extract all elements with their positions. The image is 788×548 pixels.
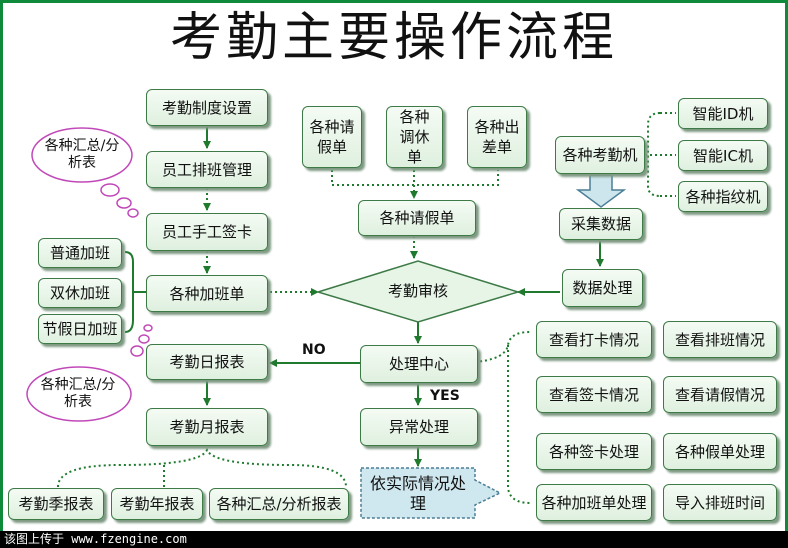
node-signin-processing: 各种签卡处理 — [536, 433, 652, 470]
node-shift-management: 员工排班管理 — [146, 151, 268, 188]
cloud-1 — [31, 127, 139, 218]
node-actual-processing: 依实际情况处理 — [369, 474, 466, 513]
node-trip-form: 各种出差单 — [467, 106, 527, 168]
cloud-2 — [26, 324, 153, 422]
node-fingerprint-machine: 各种指纹机 — [678, 181, 768, 212]
node-attendance-policy: 考勤制度设置 — [146, 89, 268, 126]
node-manual-signin: 员工手工签卡 — [146, 213, 268, 251]
cloud-1-text: 各种汇总/分析表 — [44, 138, 120, 171]
node-data-processing: 数据处理 — [562, 269, 643, 307]
node-monthly-report: 考勤月报表 — [146, 408, 268, 446]
node-overtime-normal: 普通加班 — [38, 238, 122, 268]
node-view-punch: 查看打卡情况 — [536, 321, 652, 358]
footer-caption: 该图上传于 www.fzengine.com — [0, 531, 788, 548]
label-yes: YES — [430, 388, 460, 404]
audit-diamond — [315, 260, 521, 323]
node-view-leave: 查看请假情况 — [663, 376, 777, 413]
node-attendance-machines: 各种考勤机 — [555, 136, 645, 174]
page-title: 考勤主要操作流程 — [169, 8, 618, 68]
node-audit: 考勤审核 — [387, 282, 448, 300]
node-overtime-weekend: 双休加班 — [38, 278, 122, 308]
machine-bracket — [645, 112, 661, 197]
node-quarterly-report: 考勤季报表 — [8, 488, 104, 520]
actual-arrow-shape — [360, 467, 502, 519]
node-collect-data: 采集数据 — [559, 208, 643, 240]
node-exception: 异常处理 — [360, 408, 478, 446]
node-import-shift: 导入排班时间 — [663, 484, 777, 521]
overtime-bracket — [124, 251, 134, 333]
node-id-machine: 智能ID机 — [678, 98, 768, 129]
node-summary-report: 各种汇总/分析报表 — [209, 488, 349, 520]
node-leave-processing: 各种假单处理 — [663, 433, 777, 470]
node-view-signin: 查看签卡情况 — [536, 376, 652, 413]
report-merge — [57, 447, 347, 488]
node-processing-center: 处理中心 — [360, 345, 478, 383]
node-annual-report: 考勤年报表 — [111, 488, 203, 520]
node-ic-machine: 智能IC机 — [678, 140, 768, 171]
leave-merge — [331, 170, 499, 186]
node-leave-form: 各种请假单 — [302, 106, 362, 168]
node-overtime-holiday: 节假日加班 — [38, 314, 122, 344]
node-overtime-forms: 各种加班单 — [146, 275, 268, 312]
label-no: NO — [302, 342, 326, 358]
node-leave-merge: 各种请假单 — [358, 200, 476, 236]
cloud-2-text: 各种汇总/分析表 — [40, 377, 116, 410]
node-rest-form: 各种调休单 — [386, 106, 443, 168]
node-daily-report: 考勤日报表 — [146, 344, 268, 380]
collect-down-arrow — [575, 174, 627, 208]
node-view-shift: 查看排班情况 — [663, 321, 777, 358]
node-overtime-processing: 各种加班单处理 — [536, 484, 652, 521]
